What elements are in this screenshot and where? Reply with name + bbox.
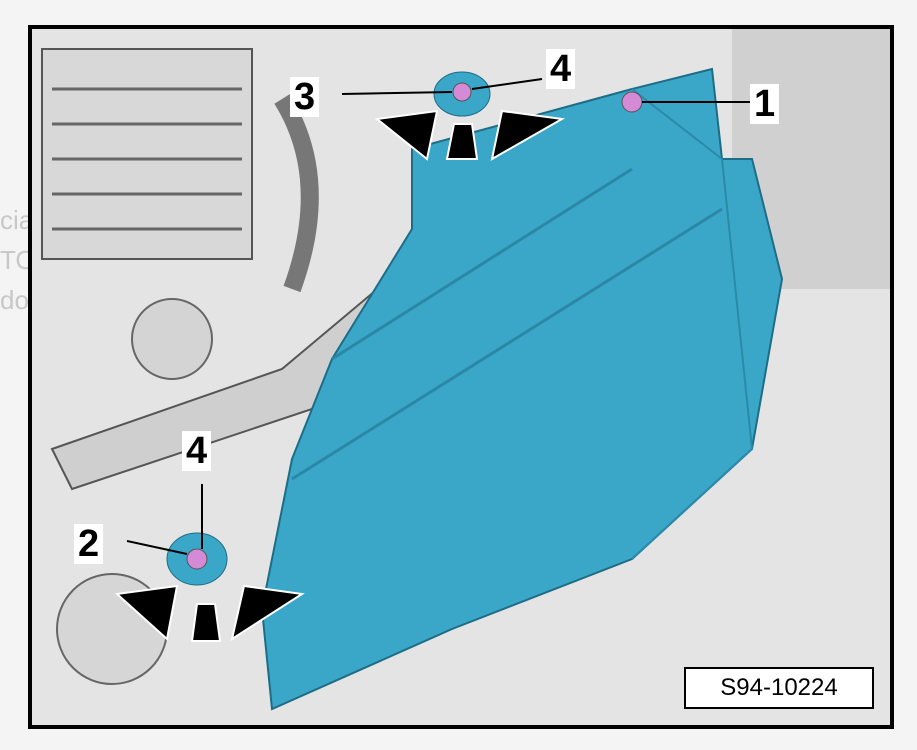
air-filter-housing (41, 48, 253, 260)
watermark-text: do (0, 285, 29, 315)
watermark-text: cia (0, 205, 34, 235)
callout-1: 1 (750, 84, 780, 124)
direction-arrows (114, 109, 566, 642)
headlamp-illustration (32, 29, 890, 725)
callout-3: 3 (290, 77, 320, 117)
illustration-frame: 1 3 4 4 2 S94-10224 (28, 25, 894, 729)
callout-2: 2 (74, 524, 104, 564)
callout-4-bottom: 4 (182, 431, 212, 471)
bolt-1 (621, 91, 643, 113)
figure-code: S94-10224 (684, 667, 874, 709)
bolt-3 (452, 82, 472, 102)
bolt-2 (186, 548, 208, 570)
callout-4-top: 4 (546, 49, 576, 89)
